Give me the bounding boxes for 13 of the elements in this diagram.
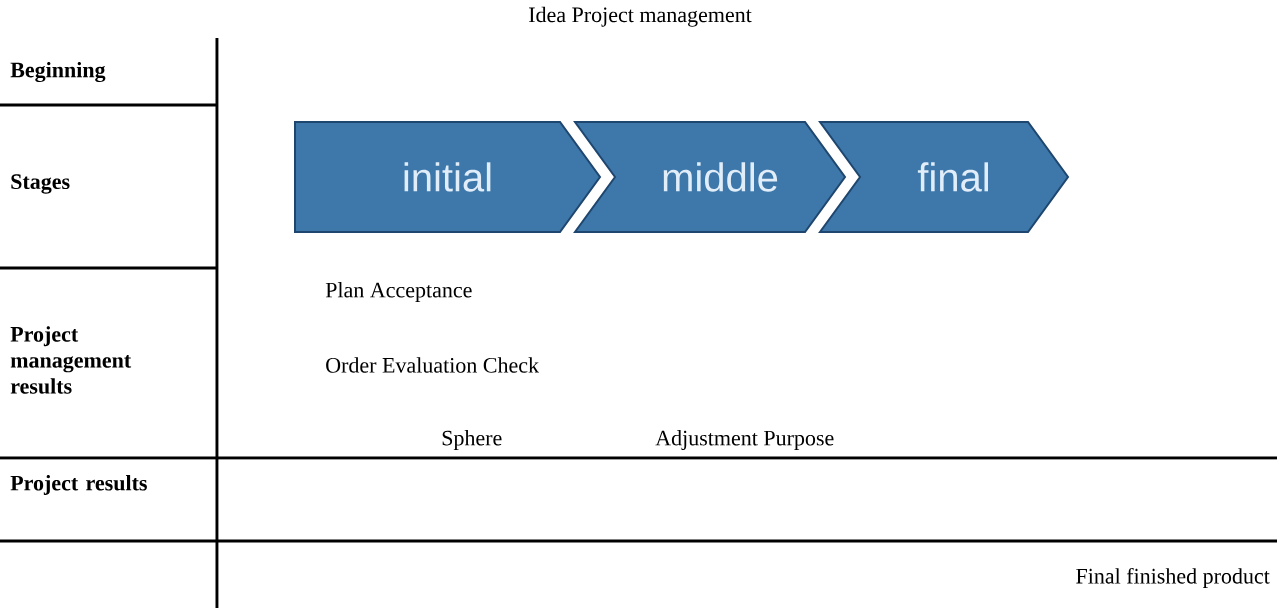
text-label: Sphere	[442, 430, 502, 450]
text-label: Final finished product	[1076, 567, 1270, 589]
chevron-step: initial	[294, 121, 602, 233]
chevron-step: middle	[573, 121, 847, 233]
row-heading: Project results	[10, 475, 147, 495]
chevron-step: final	[818, 121, 1070, 233]
text-label: Plan Acceptance	[325, 282, 472, 302]
title: Idea Project management	[529, 6, 752, 27]
text-label: Adjustment Purpose	[655, 430, 834, 450]
row-heading: Stages	[11, 174, 70, 194]
row-heading: Beginning	[10, 61, 106, 83]
row-heading: Project management results	[10, 326, 132, 394]
text-label: Order Evaluation Check	[326, 357, 540, 373]
